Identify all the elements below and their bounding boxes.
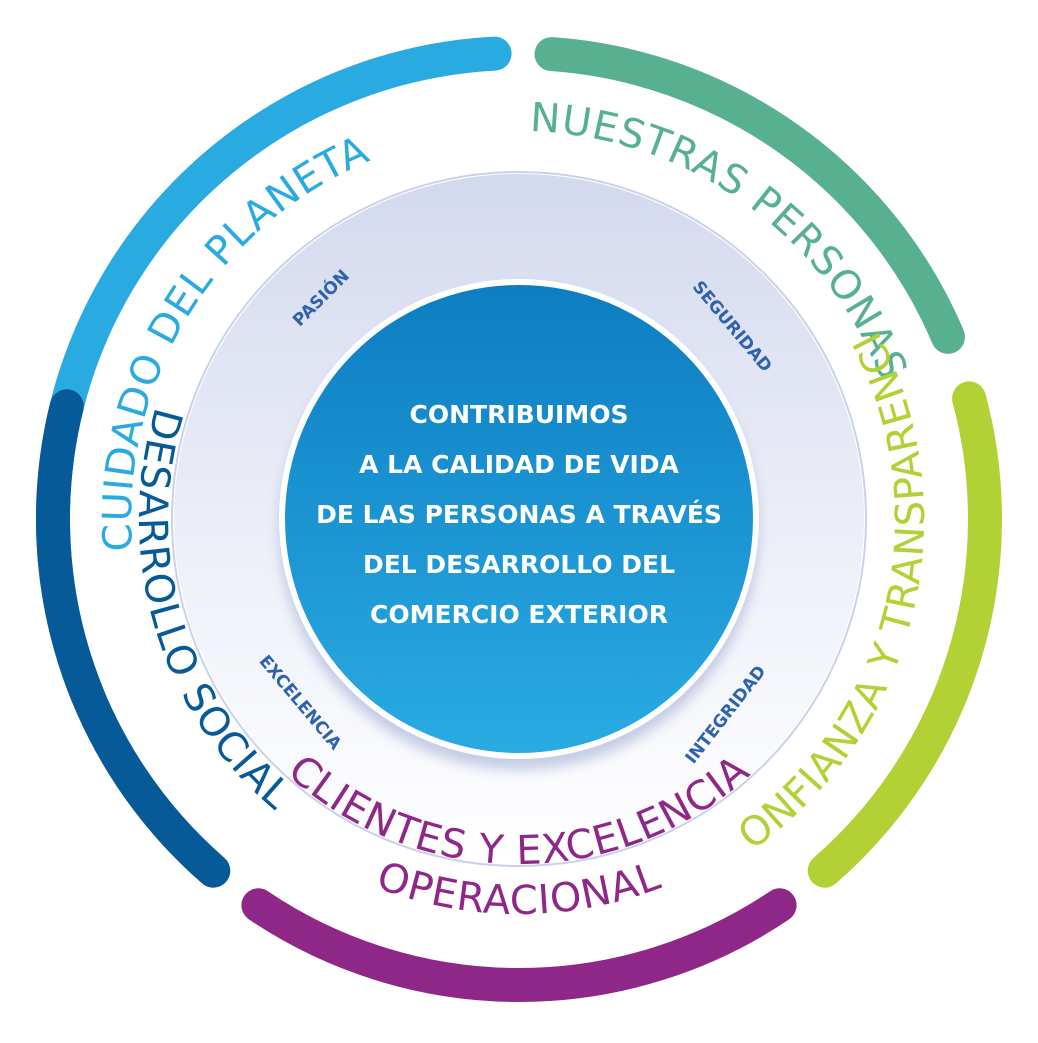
pillar-arc-nuestras-personas [534, 37, 965, 354]
pillar-arc-clientes-y-excelencia-operacional [241, 888, 797, 1002]
pillar-arc-confianza-y-transparencia [807, 381, 1002, 888]
center-line-1: CONTRIBUIMOS [410, 400, 629, 429]
value-ring-outline [171, 171, 867, 867]
center-line-4: DEL DESARROLLO DEL [363, 550, 675, 579]
center-line-5: COMERCIO EXTERIOR [370, 600, 668, 629]
center-line-2: A LA CALIDAD DE VIDA [359, 450, 679, 479]
pillar-arcs [35, 36, 1002, 1002]
center-statement: CONTRIBUIMOS A LA CALIDAD DE VIDA DE LAS… [316, 400, 722, 629]
pillar-arc-desarrollo-social [36, 389, 231, 888]
center-circle [285, 285, 753, 753]
center-line-3: DE LAS PERSONAS A TRAVÉS [316, 500, 722, 529]
